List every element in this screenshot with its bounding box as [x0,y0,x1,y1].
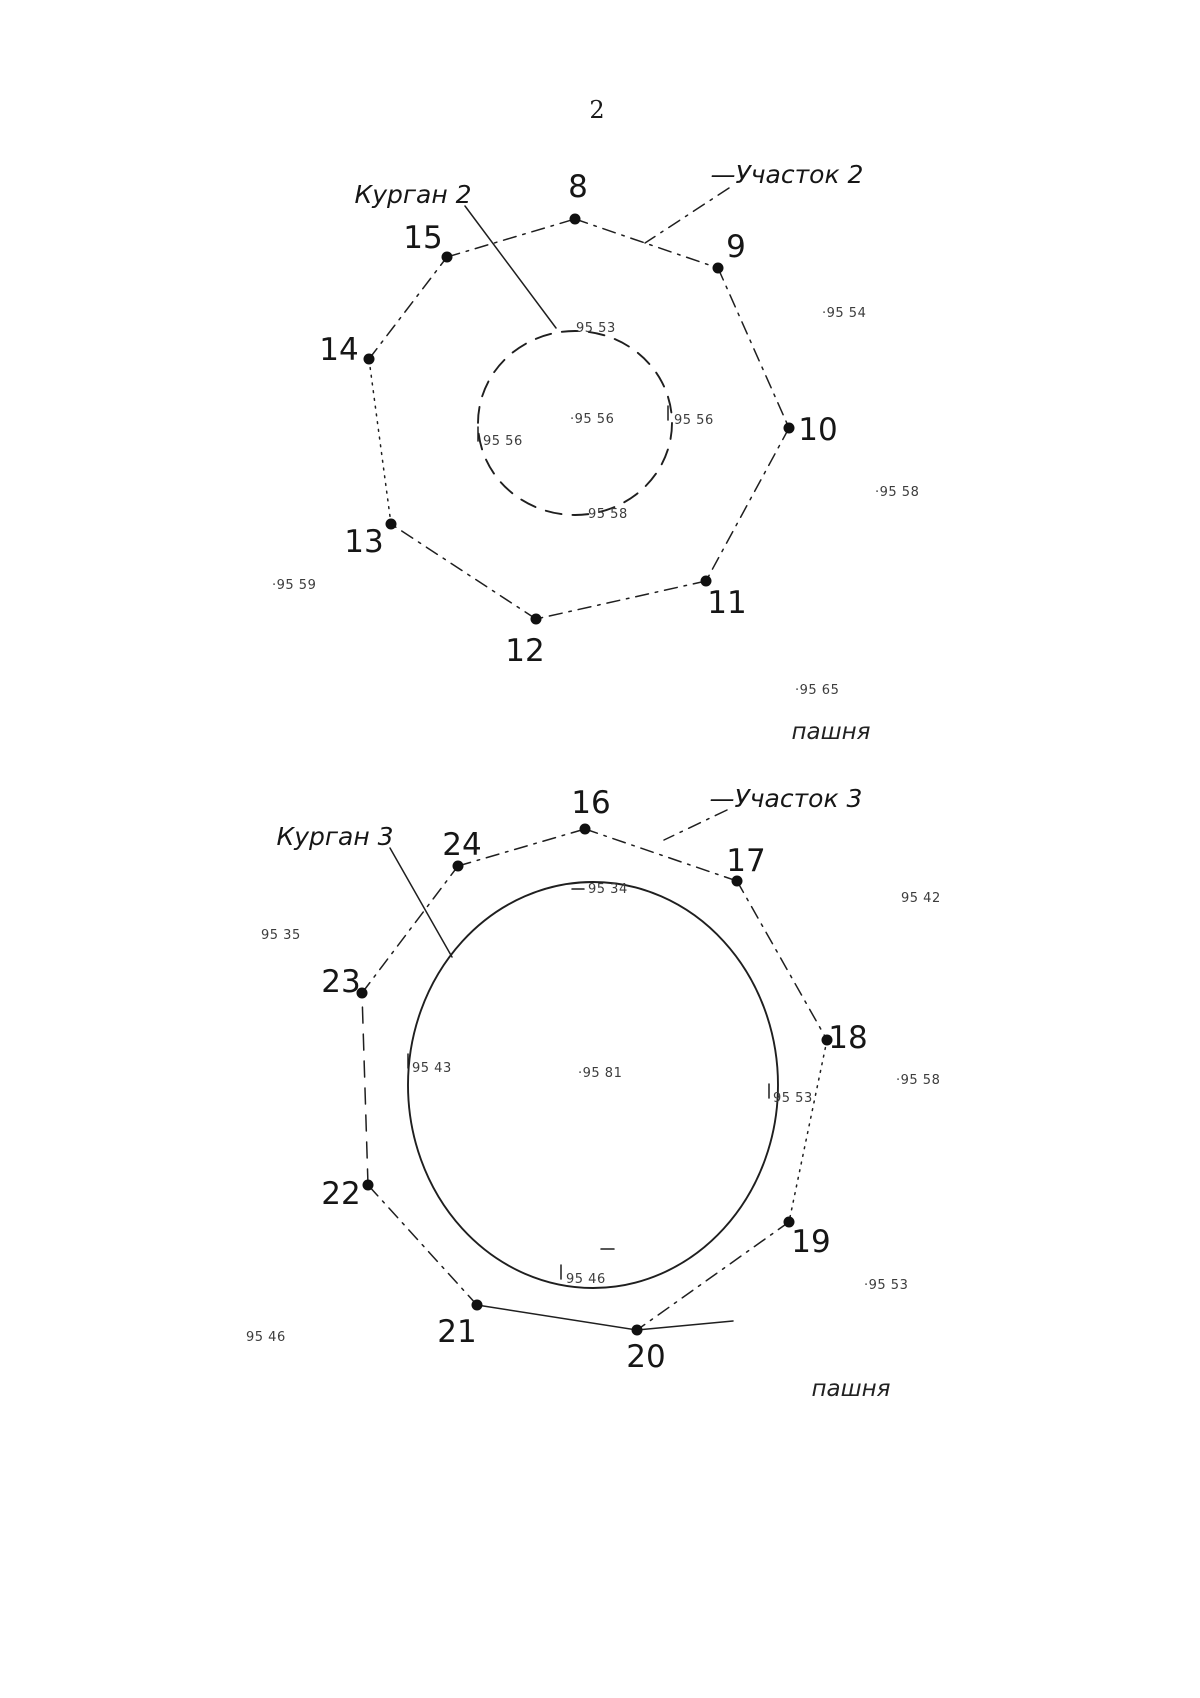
section3-edge-17-18 [736,880,828,1041]
page-number: 2 [589,96,605,124]
section2-elevation-mark-6: ·95 58 [875,485,919,500]
point-label-22: 22 [321,1176,360,1212]
point-label-11: 11 [707,585,746,621]
point-label-13: 13 [344,524,383,560]
section2-edge-12-13 [390,523,537,620]
section3-edge-24-16 [457,828,586,867]
section2-elevation-mark-0: 95 53 [576,321,616,336]
section2-edge-13-14 [368,358,392,525]
point-label-24: 24 [442,827,481,863]
survey-point-14 [363,353,375,365]
survey-point-21 [471,1299,483,1311]
survey-point-15 [441,251,453,263]
section2-elevation-mark-3: 95 56 [483,434,523,449]
section3-edge-16-17 [584,828,738,882]
section3-elevation-mark-6: ·95 58 [896,1073,940,1088]
section2-elevation-mark-5: ·95 54 [822,306,866,321]
point-label-16: 16 [571,785,610,821]
section2-field-label: пашня [791,719,870,745]
section3-section-label: —Участок 3 [710,784,863,813]
survey-point-9 [712,262,724,274]
section3-elevation-mark-1: ·95 81 [578,1066,622,1081]
section2-elevation-mark-8: ·95 65 [795,683,839,698]
section3-aux-line-0 [636,1320,734,1331]
section3-elevation-mark-4: 95 46 [566,1272,606,1287]
section2-elevation-mark-7: ·95 59 [272,578,316,593]
section2-elevation-mark-1: ·95 56 [570,412,614,427]
section2-edge-10-11 [705,427,790,582]
section3-kurgan-label: Курган 3 [276,822,393,851]
section3-elevation-mark-2: 95 43 [412,1061,452,1076]
section2-kurgan-label: Курган 2 [354,180,471,209]
section2-edge-8-9 [574,218,719,269]
point-label-14: 14 [319,332,358,368]
survey-point-8 [569,213,581,225]
section3-field-label: пашня [811,1376,890,1402]
survey-point-24 [452,860,464,872]
point-label-19: 19 [791,1224,830,1260]
section3-kurgan-leader-line [389,847,453,958]
survey-point-17 [731,875,743,887]
section2-edge-11-12 [535,580,707,620]
section3-elevation-mark-5: 95 42 [901,891,941,906]
section2-section-label: —Участок 2 [711,160,864,189]
section2-section-leader-line [644,187,730,244]
section2-edge-15-8 [446,218,576,258]
section3-mound-outline [407,881,779,1289]
point-label-18: 18 [828,1020,867,1056]
section3-edge-20-21 [476,1304,638,1331]
survey-point-12 [530,613,542,625]
point-label-9: 9 [726,229,746,265]
survey-point-13 [385,518,397,530]
section2-kurgan-leader-line [464,205,557,329]
point-label-21: 21 [437,1314,476,1350]
section3-elevation-mark-7: 95 35 [261,928,301,943]
survey-point-16 [579,823,591,835]
survey-point-19 [783,1216,795,1228]
survey-point-18 [821,1034,833,1046]
survey-point-22 [362,1179,374,1191]
section3-edge-21-22 [367,1184,478,1306]
section2-elevation-mark-2: 95 56 [674,413,714,428]
point-label-10: 10 [798,412,837,448]
section3-elevation-mark-3: 95 53 [773,1091,813,1106]
point-label-17: 17 [726,843,765,879]
point-label-20: 20 [626,1339,665,1375]
survey-point-23 [356,987,368,999]
section2-edge-9-10 [717,267,790,429]
survey-point-20 [631,1324,643,1336]
section3-section-leader-line [663,809,728,841]
section3-edge-23-24 [361,865,459,994]
section2-elevation-mark-4: 95 58 [588,507,628,522]
survey-point-10 [783,422,795,434]
point-label-15: 15 [403,220,442,256]
section3-elevation-mark-9: 95 46 [246,1330,286,1345]
section3-edge-18-19 [788,1039,828,1223]
section2-mound-outline [477,330,673,516]
section3-elevation-mark-0: 95 34 [588,882,628,897]
point-label-8: 8 [568,169,588,205]
point-label-12: 12 [505,633,544,669]
point-label-23: 23 [321,964,360,1000]
section3-edge-22-23 [361,992,369,1186]
section2-edge-14-15 [368,256,448,360]
section3-edge-19-20 [636,1221,790,1331]
survey-point-11 [700,575,712,587]
section3-elevation-mark-8: ·95 53 [864,1278,908,1293]
